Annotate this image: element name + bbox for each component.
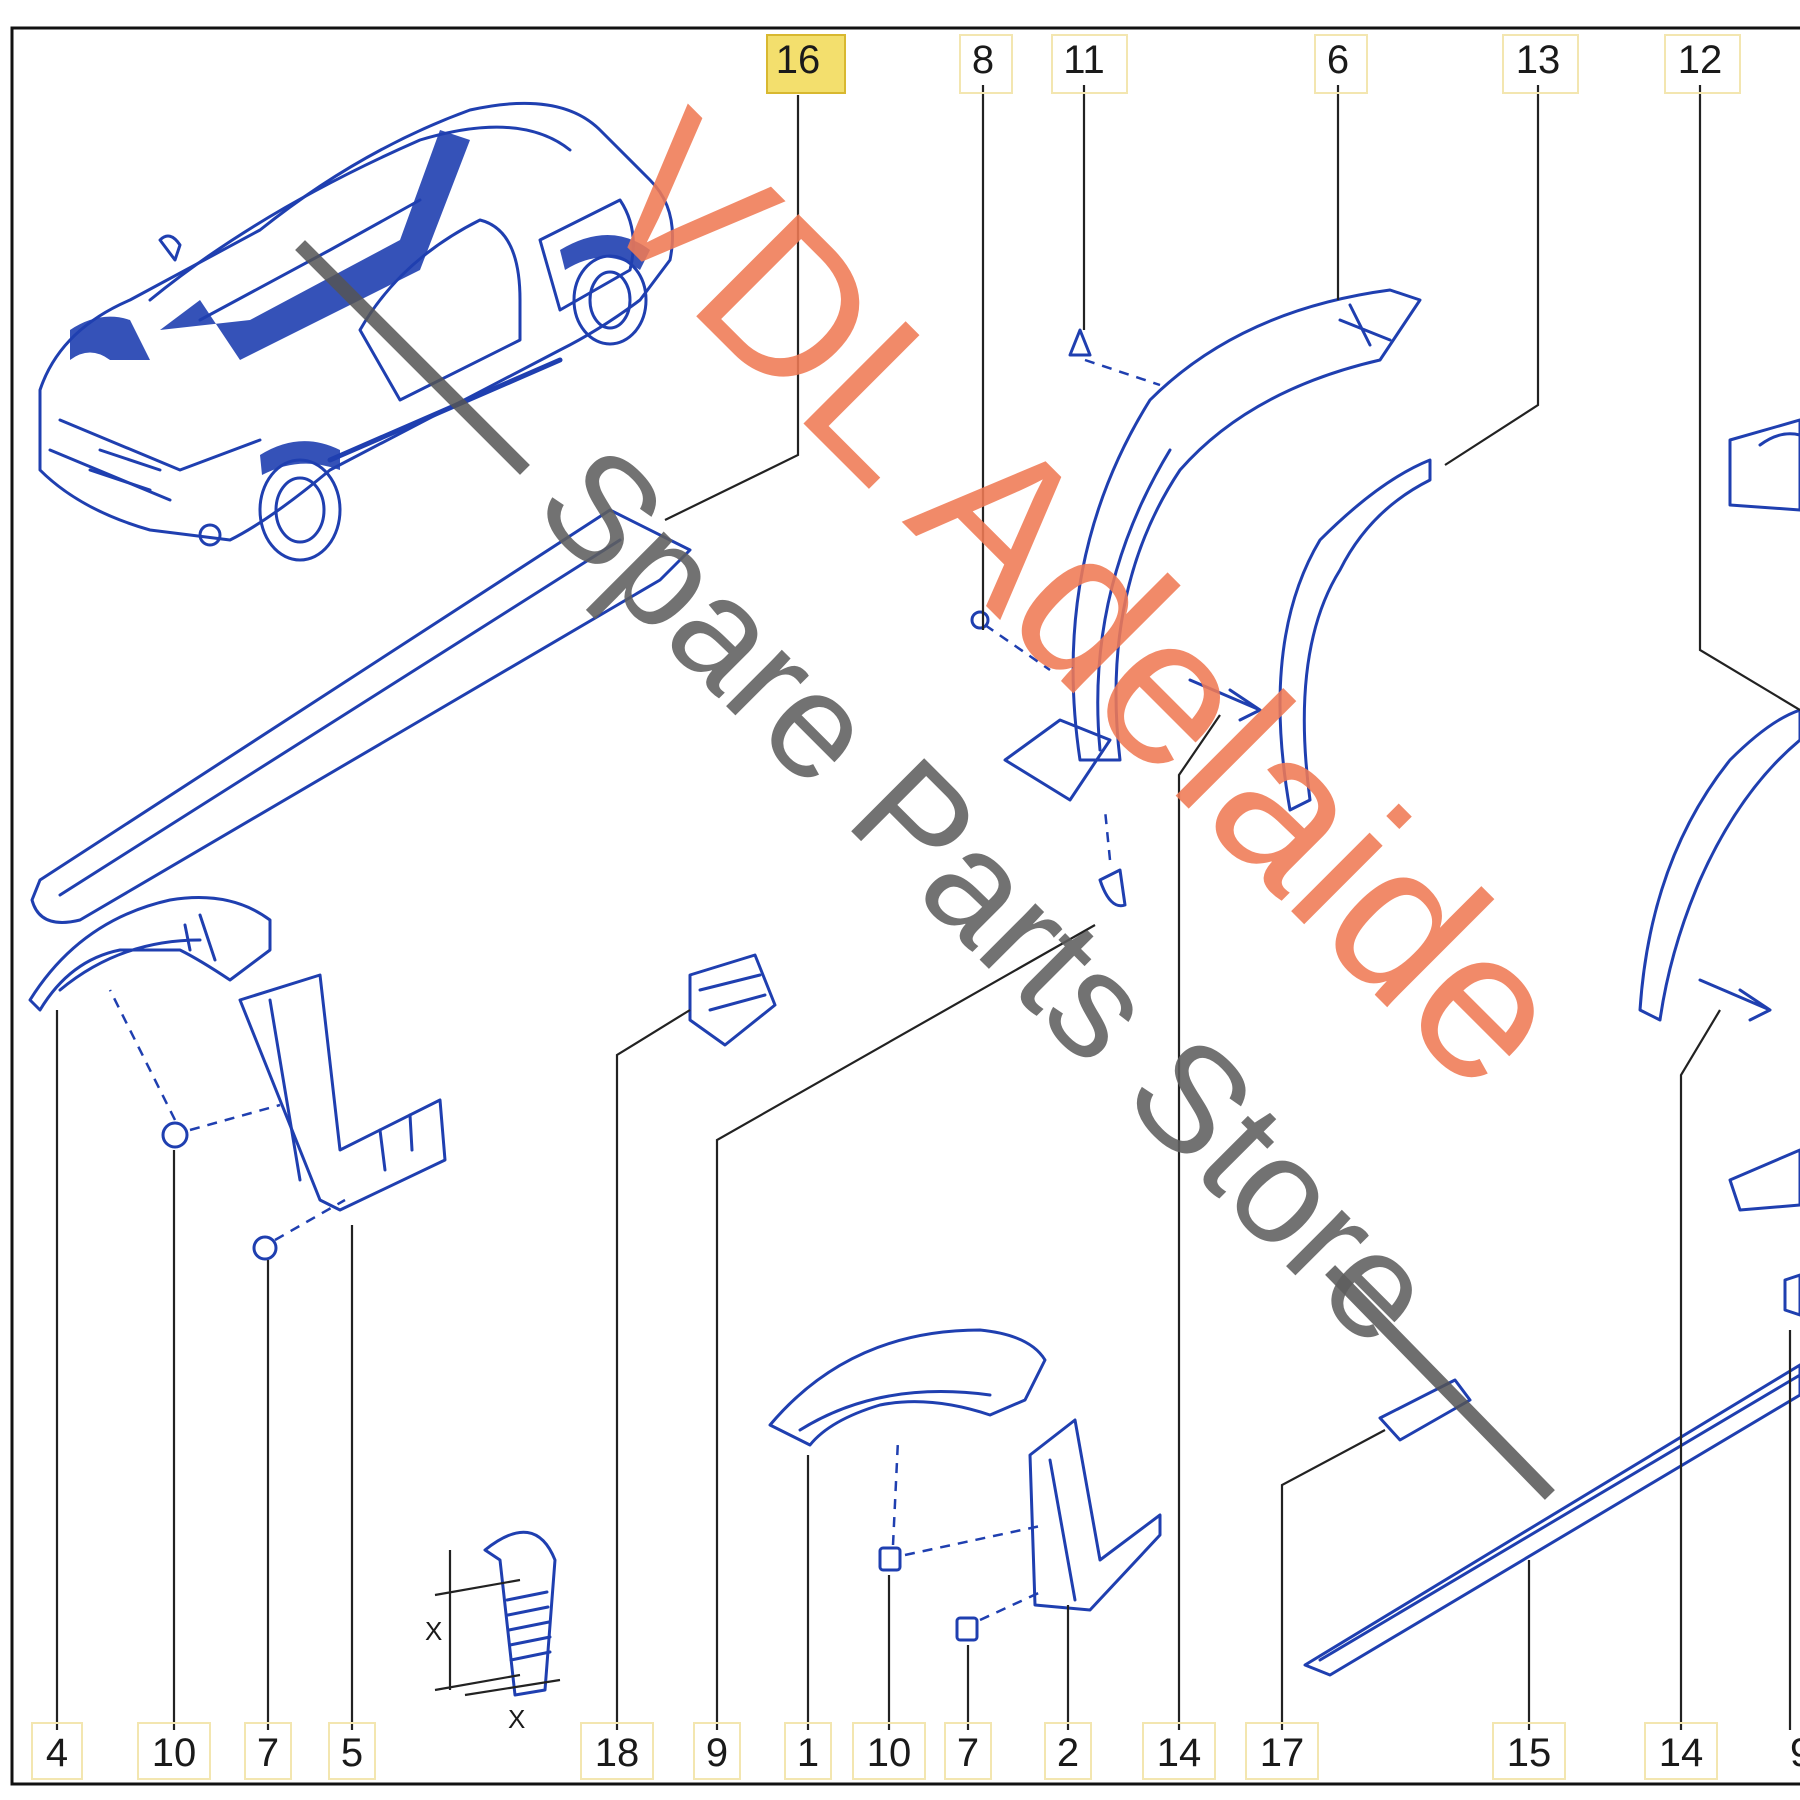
- callout-bottom-14-right: 14: [1659, 1731, 1704, 1775]
- part-18-clip: [688, 953, 777, 1047]
- callout-bottom-9-center: 9: [706, 1731, 728, 1775]
- watermark-slash-bottom: [1325, 1265, 1555, 1500]
- callout-bottom-9-right: 9: [1790, 1731, 1800, 1775]
- callout-bottom-18: 18: [595, 1731, 640, 1775]
- callout-bottom-14-center: 14: [1157, 1731, 1202, 1775]
- part-17-clip: [1378, 1378, 1472, 1442]
- callout-bottom-7-left: 7: [257, 1731, 279, 1775]
- callout-top-6: 6: [1327, 38, 1349, 82]
- callout-box-bottom-8: [944, 1722, 992, 1780]
- part-right-sill-end: [1728, 1148, 1800, 1212]
- part-5-arch-bracket: [238, 973, 447, 1212]
- callout-box-16-highlight: [766, 34, 846, 94]
- callout-box-bottom-0: [31, 1722, 83, 1780]
- part-2-arch-bracket: [1028, 1418, 1162, 1612]
- callout-bottom-10-center: 10: [867, 1731, 912, 1775]
- callout-bottom-7-center: 7: [957, 1731, 979, 1775]
- watermark-slash-top: [295, 240, 530, 475]
- leader-lines: [55, 85, 1800, 1730]
- callout-box-bottom-10: [1142, 1722, 1216, 1780]
- callout-box-bottom-9: [1044, 1722, 1092, 1780]
- car-overview: [38, 101, 674, 562]
- part-11-screw: [1068, 328, 1161, 387]
- diagram-frame: [10, 26, 1800, 1786]
- callout-box-6: [1314, 34, 1368, 94]
- watermark: VDL Adelaide Spare Parts Store: [295, 71, 1614, 1500]
- callout-box-bottom-7: [852, 1722, 926, 1780]
- arch-bracket-center: [1003, 718, 1112, 802]
- part-13-arch-seal: [1278, 458, 1432, 812]
- callout-box-bottom-2: [244, 1722, 292, 1780]
- callout-top-13: 13: [1516, 38, 1561, 82]
- fastener-10-clip-left: [161, 1121, 189, 1149]
- callout-box-12: [1664, 34, 1741, 94]
- part-12-bracket-right: [1728, 418, 1800, 512]
- callout-top-12: 12: [1678, 38, 1723, 82]
- part-15-side-moulding: [1303, 1363, 1800, 1677]
- callout-bottom-1: 1: [797, 1731, 819, 1775]
- part-4-front-arch-extension: [28, 896, 272, 1012]
- part-6-rear-arch-extension: [1071, 288, 1422, 762]
- dimension-label-x-vertical: X: [425, 1616, 442, 1646]
- part-9-screw-center: [1098, 809, 1127, 908]
- callout-box-11: [1051, 34, 1128, 94]
- screw-dimension-detail: X X: [425, 1530, 561, 1734]
- part-1-arch-extension: [768, 1328, 1047, 1447]
- callout-box-bottom-6: [784, 1722, 832, 1780]
- callout-box-bottom-4: [580, 1722, 654, 1780]
- fastener-10-clip-center: [878, 1546, 902, 1572]
- part-14-rivet-center: [1188, 678, 1262, 722]
- callouts-bottom: 4 10 7 5 18 9 1 10 7 2 14 17 15 14 9: [31, 1722, 1800, 1780]
- callout-bottom-4: 4: [46, 1731, 68, 1775]
- callout-box-bottom-5: [693, 1722, 741, 1780]
- part-right-arch-seal: [1638, 708, 1800, 1022]
- callout-bottom-5: 5: [341, 1731, 363, 1775]
- fastener-7-nut-center: [955, 1616, 979, 1642]
- callout-box-bottom-13: [1644, 1722, 1718, 1780]
- callout-bottom-15: 15: [1507, 1731, 1552, 1775]
- callout-bottom-2: 2: [1057, 1731, 1079, 1775]
- callout-top-16: 16: [776, 38, 821, 82]
- callout-bottom-10-left: 10: [152, 1731, 197, 1775]
- callout-box-8: [959, 34, 1013, 94]
- callout-box-bottom-11: [1245, 1722, 1319, 1780]
- callout-top-11: 11: [1063, 38, 1105, 82]
- callout-box-13: [1502, 34, 1579, 94]
- callout-top-8: 8: [972, 38, 994, 82]
- dimension-label-x-horizontal: X: [508, 1704, 525, 1734]
- part-14-rivet-right: [1698, 978, 1772, 1022]
- part-8-screw: [970, 610, 1051, 672]
- fastener-7-nut-left: [252, 1235, 278, 1261]
- part-16-sill-moulding: [30, 508, 692, 924]
- callout-box-bottom-3: [328, 1722, 376, 1780]
- callouts-top: 16 8 11 6 13 12: [766, 34, 1741, 94]
- callout-box-bottom-1: [137, 1722, 211, 1780]
- callout-box-bottom-12: [1492, 1722, 1566, 1780]
- part-9-screw-right: [1783, 1273, 1800, 1317]
- callout-bottom-17: 17: [1260, 1731, 1305, 1775]
